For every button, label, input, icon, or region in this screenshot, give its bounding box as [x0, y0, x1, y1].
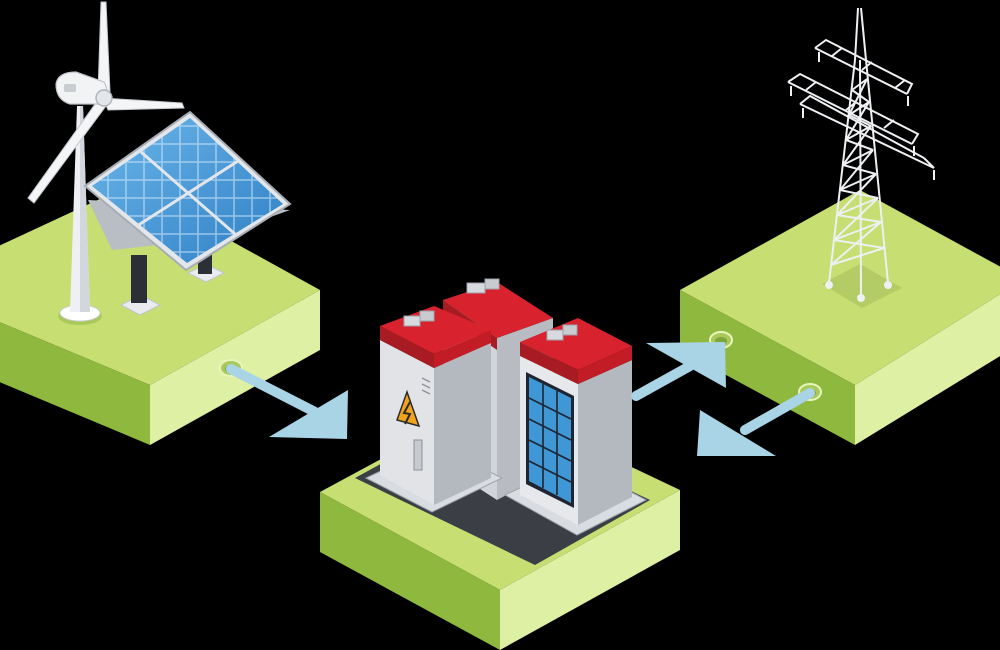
solar-window-cells [529, 377, 571, 503]
arrow-grid-to-storage [697, 388, 815, 456]
cabinet-right-face [434, 343, 491, 505]
cabinet-rear-top [443, 282, 553, 338]
solar-window-row-1 [528, 397, 572, 420]
arrow-head-icon [646, 342, 726, 388]
cabinet-vent-2 [421, 383, 431, 389]
tower-foot-3 [857, 294, 865, 302]
solar-cell-grid [92, 118, 283, 263]
cabinet-terminal-2 [419, 310, 435, 322]
cabinet-rear-terminal [466, 282, 486, 294]
arrow-head-icon [269, 390, 348, 439]
tower-crossarm-middle [787, 72, 920, 145]
cabinet-top-side-left [380, 326, 434, 368]
cabinet-terminal [546, 329, 564, 341]
arrow-generation-to-storage [226, 364, 348, 439]
solar-divider-b [136, 159, 239, 228]
cabinet-door-handle [413, 439, 423, 471]
wind-turbine-icon [27, 1, 185, 325]
arrow-shaft [226, 364, 320, 417]
tower-spire-right [860, 7, 867, 61]
platform-left-face [0, 322, 150, 445]
tower-insulators [790, 52, 935, 180]
cabinet-rear-terminal-2 [484, 278, 500, 290]
solar-window-row-4 [528, 460, 572, 483]
turbine-hub [95, 89, 113, 107]
warning-icon [396, 389, 421, 428]
cabinet-vent-3 [421, 389, 431, 395]
tower-foot-2 [884, 281, 892, 289]
cabinet-top-side-right [434, 330, 491, 368]
battery-cabinet-solar [503, 318, 648, 536]
solar-panel-icon [83, 110, 292, 316]
cabinet-top-side-left [520, 342, 578, 384]
solar-window-row-3 [528, 439, 572, 462]
tower-ground-shadow [822, 264, 902, 308]
turbine-vent [64, 84, 76, 92]
tower-crossarm-lower [799, 94, 935, 169]
cabinet-right-face [578, 360, 632, 525]
platform-right-face [500, 490, 680, 650]
cabinet-terminal [403, 315, 421, 327]
solar-post [131, 255, 147, 303]
battery-cabinet-warning [364, 306, 504, 513]
platform-right-face [855, 294, 1000, 445]
tower-leg-back [859, 59, 862, 297]
turbine-tower-shade [80, 106, 90, 312]
lightning-bolt-icon [402, 401, 412, 425]
tower-crossarm-upper [814, 38, 914, 95]
tower-lattice [830, 78, 885, 266]
platform-left-face [320, 492, 500, 650]
platform-left-face [680, 290, 855, 445]
arrow-shaft [631, 361, 695, 401]
cabinet-top-side-right [578, 346, 632, 384]
transmission-tower-icon [787, 7, 935, 308]
arrow-head-icon [697, 410, 776, 456]
arrow-storage-to-grid [631, 342, 726, 401]
tower-leg-left [828, 59, 856, 284]
tower-spire-left [854, 7, 859, 61]
tower-foot-1 [825, 281, 833, 289]
tower-leg-right [865, 59, 889, 284]
arrow-shaft [740, 388, 815, 435]
cabinet-vent-1 [421, 377, 431, 383]
cabinet-terminal-2 [562, 324, 578, 336]
solar-window-row-2 [528, 418, 572, 441]
